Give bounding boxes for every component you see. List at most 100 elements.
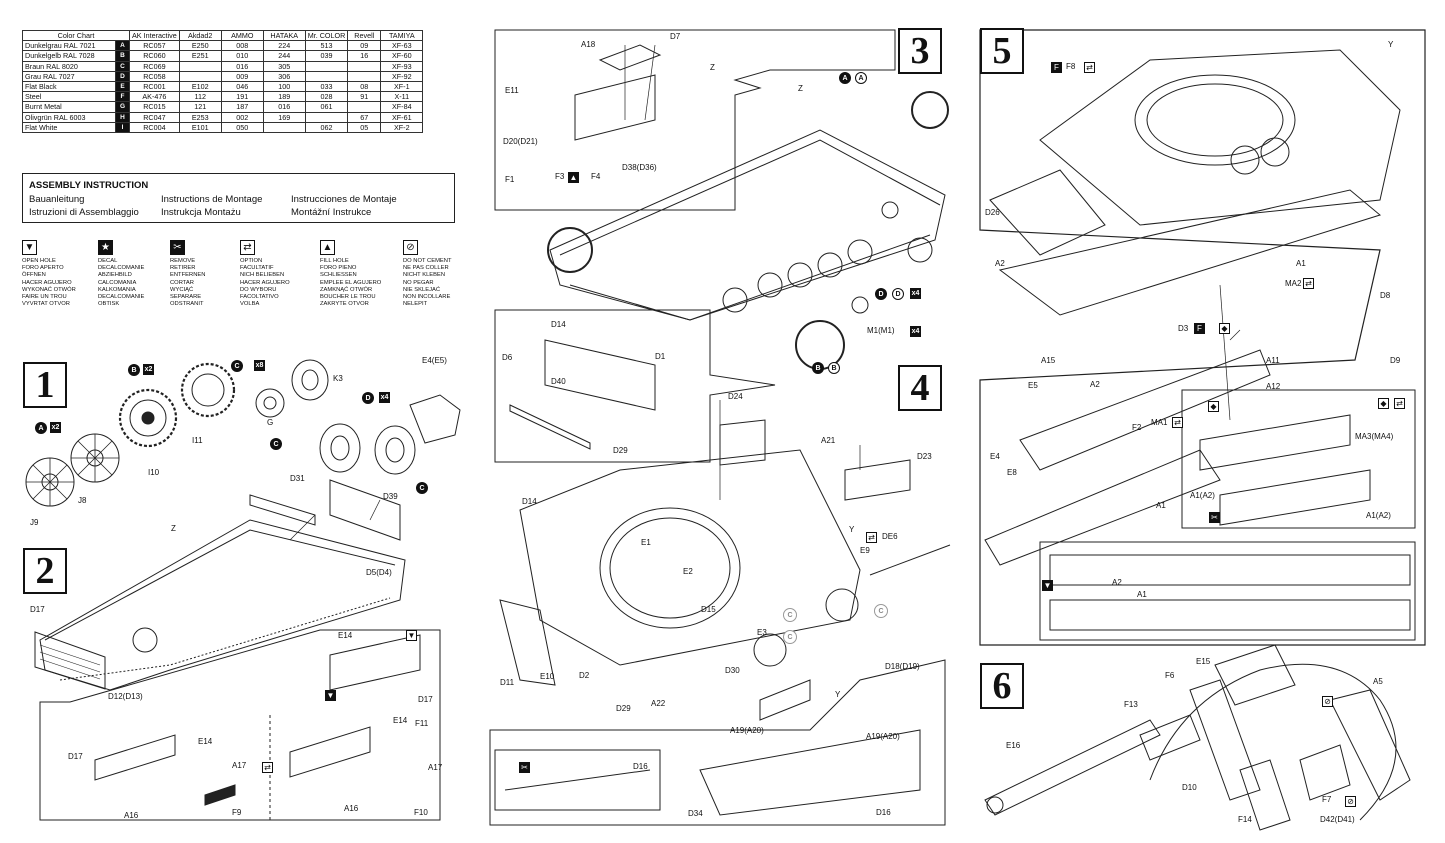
option-icon: ⇄ bbox=[1303, 278, 1314, 289]
quantity-x2: x2 bbox=[50, 422, 61, 433]
fill-hole-icon: ▲ bbox=[568, 172, 579, 183]
option-icon: ⇄ bbox=[262, 762, 273, 773]
step4-lower-box bbox=[489, 659, 946, 826]
part-label: E14 bbox=[393, 716, 408, 725]
assembly-line: Bauanleitung bbox=[29, 194, 85, 205]
part-label: MA3(MA4) bbox=[1355, 432, 1394, 441]
part-label: Y bbox=[849, 525, 855, 534]
quantity-x8: x8 bbox=[254, 360, 265, 371]
part-label: G bbox=[267, 418, 274, 427]
color-code-cell bbox=[262, 121, 306, 133]
part-label: F10 bbox=[414, 808, 428, 817]
option-icon: ◆ bbox=[1219, 323, 1230, 334]
legend-fill-hole: ▲ FILL HOLE FORO PIENO SCHLIESSEN EMPLEE… bbox=[320, 240, 381, 308]
do-not-cement-icon: ⊘ bbox=[1345, 796, 1356, 807]
paint-badge-b: B bbox=[812, 362, 824, 374]
paint-badge-c: C bbox=[783, 608, 797, 622]
part-label: A1 bbox=[1137, 590, 1147, 599]
part-label: A17 bbox=[428, 763, 443, 772]
part-label: F11 bbox=[415, 719, 429, 728]
part-label: D18(D19) bbox=[885, 662, 920, 671]
step2-hull bbox=[34, 479, 406, 691]
part-label: E4 bbox=[990, 452, 1000, 461]
part-label: J9 bbox=[30, 518, 39, 527]
part-label: E8 bbox=[1007, 468, 1017, 477]
part-label: K3 bbox=[333, 374, 343, 383]
step-number-4: 4 bbox=[898, 365, 942, 411]
assembly-line: Montážní Instrukce bbox=[291, 207, 372, 218]
part-label: E10 bbox=[540, 672, 555, 681]
color-chart-table: Color Chart AK Interactive Akdad2 AMMO H… bbox=[22, 29, 424, 133]
part-label: Y bbox=[835, 690, 841, 699]
part-label: Z bbox=[171, 524, 176, 533]
part-label: E15 bbox=[1196, 657, 1211, 666]
part-label: A2 bbox=[995, 259, 1005, 268]
part-label: A11 bbox=[1266, 356, 1280, 365]
part-label: F7 bbox=[1322, 795, 1332, 804]
legend-text: DECAL DECALCOMANIE ABZIEHBILD CALCOMANIA… bbox=[98, 258, 145, 308]
part-label: A22 bbox=[651, 699, 666, 708]
legend-open-hole: ▼ OPEN HOLE FORO APERTO ÖFFNEN HACER AGU… bbox=[22, 240, 82, 308]
part-label: D8 bbox=[1380, 291, 1391, 300]
part-label: D17 bbox=[418, 695, 433, 704]
part-label: E4(E5) bbox=[422, 356, 447, 365]
step-number-5: 5 bbox=[980, 28, 1024, 74]
part-label: E14 bbox=[338, 631, 353, 640]
legend-text: DO NOT CEMENT NE PAS COLLER NICHT KLEBEN… bbox=[403, 258, 452, 308]
part-label: A1(A2) bbox=[1366, 511, 1391, 520]
open-hole-icon: ▼ bbox=[22, 240, 37, 255]
part-label: F9 bbox=[232, 808, 242, 817]
quantity-x4: x4 bbox=[910, 288, 921, 299]
assembly-line: Instrucciones de Montaje bbox=[291, 194, 397, 205]
paint-badge-c: C bbox=[416, 482, 428, 494]
assembly-instruction-box: ASSEMBLY INSTRUCTION Bauanleitung Instru… bbox=[22, 173, 455, 223]
part-label: D20(D21) bbox=[503, 137, 538, 146]
part-label: A17 bbox=[232, 761, 247, 770]
step4-detail-box bbox=[494, 309, 776, 463]
part-label: D29 bbox=[613, 446, 628, 455]
part-label: E3 bbox=[757, 628, 767, 637]
assembly-title: ASSEMBLY INSTRUCTION bbox=[29, 180, 149, 191]
color-letter: I bbox=[115, 121, 130, 133]
part-label: DE6 bbox=[882, 532, 898, 541]
part-label: D42(D41) bbox=[1320, 815, 1355, 824]
part-label: E1 bbox=[641, 538, 651, 547]
part-label: A2 bbox=[1090, 380, 1100, 389]
quantity-x4: x4 bbox=[379, 392, 390, 403]
paint-badge-a: A bbox=[855, 72, 867, 84]
step-number-1: 1 bbox=[23, 362, 67, 408]
part-label: A1 bbox=[1156, 501, 1166, 510]
part-label: E14 bbox=[198, 737, 213, 746]
part-label: F8 bbox=[1066, 62, 1076, 71]
part-label: Z bbox=[710, 63, 715, 72]
step-number-2: 2 bbox=[23, 548, 67, 594]
part-label: F1 bbox=[505, 175, 515, 184]
part-label: E16 bbox=[1006, 741, 1021, 750]
part-label: D15 bbox=[701, 605, 716, 614]
color-chart-header-row: Color Chart AK Interactive Akdad2 AMMO H… bbox=[22, 29, 424, 42]
part-label: D38(D36) bbox=[622, 163, 657, 172]
part-label: D3 bbox=[1178, 324, 1189, 333]
part-label: A12 bbox=[1266, 382, 1281, 391]
paint-badge-c: C bbox=[874, 604, 888, 618]
option-icon: ◆ bbox=[1378, 398, 1389, 409]
part-label: D14 bbox=[551, 320, 566, 329]
assembly-line: Istruzioni di Assemblaggio bbox=[29, 207, 139, 218]
do-not-cement-icon: ⊘ bbox=[403, 240, 418, 255]
paint-badge-a: A bbox=[35, 422, 47, 434]
part-label: D40 bbox=[551, 377, 566, 386]
fill-hole-icon: F bbox=[1051, 62, 1062, 73]
remove-icon: ✂ bbox=[1209, 512, 1220, 523]
part-label: A19(A20) bbox=[730, 726, 764, 735]
part-label: A21 bbox=[821, 436, 836, 445]
option-icon: ⇄ bbox=[1394, 398, 1405, 409]
legend-decal: ★ DECAL DECALCOMANIE ABZIEHBILD CALCOMAN… bbox=[98, 240, 158, 308]
part-label: A1(A2) bbox=[1190, 491, 1215, 500]
step-number-6: 6 bbox=[980, 663, 1024, 709]
legend-remove: ✂ REMOVE RETIRER ENTFERNEN CORTAR WYCIĄĆ… bbox=[170, 240, 230, 308]
step2-subbox bbox=[39, 629, 441, 821]
